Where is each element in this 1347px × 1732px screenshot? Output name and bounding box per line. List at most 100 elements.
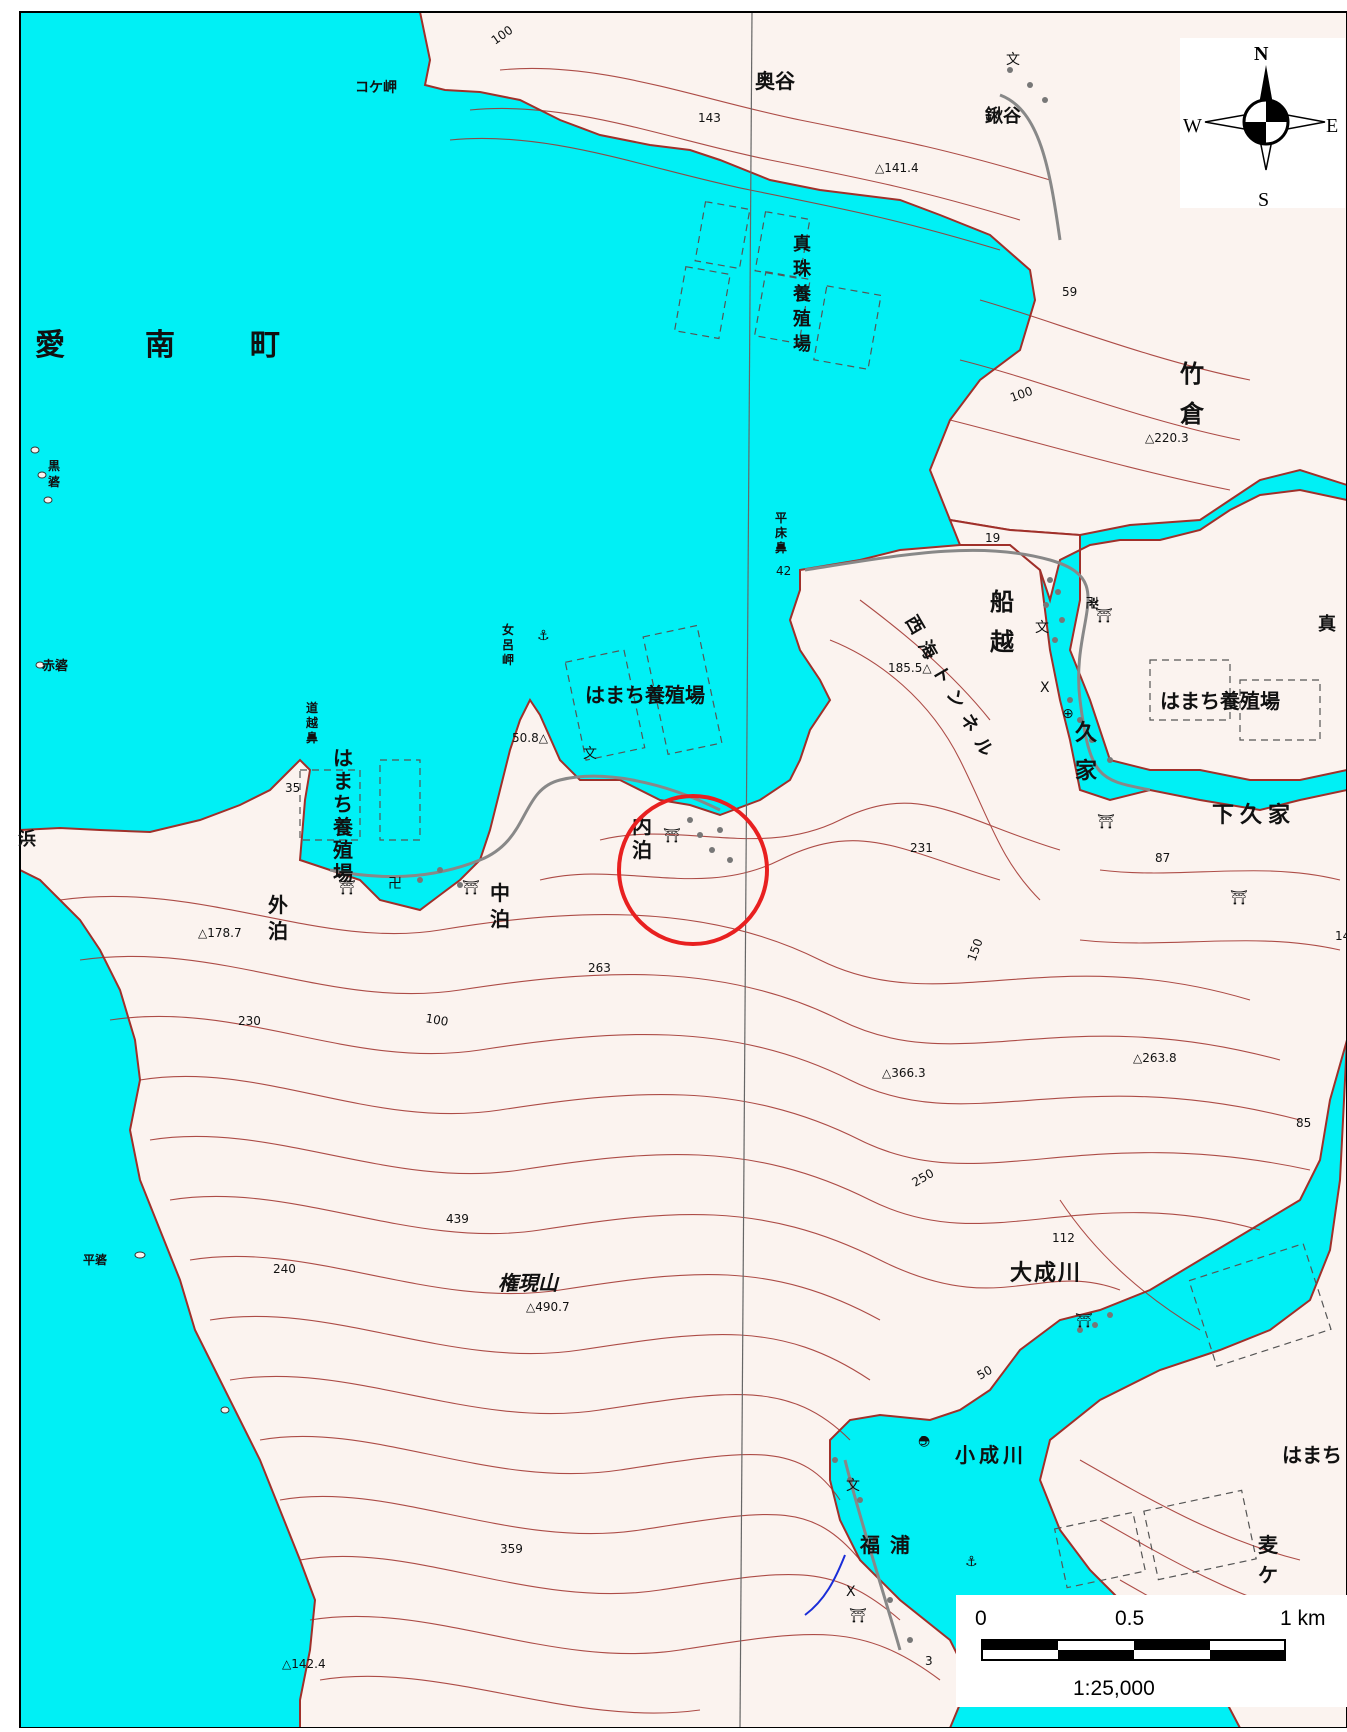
elev-42: 42 — [776, 564, 791, 578]
elev-240: 240 — [273, 1262, 296, 1276]
svg-text:場: 場 — [793, 334, 811, 355]
fish-farm-outlines — [299, 200, 1332, 1589]
label-shinju-farm: 真 珠 養 殖 場 — [792, 233, 812, 355]
elev-263: 263 — [588, 961, 611, 975]
torii-icon: ⛩ — [462, 880, 480, 896]
compass-rose: N W E S — [1180, 38, 1345, 211]
elev-185: 185.5△ — [888, 661, 932, 675]
place-onarigawa: 大成川 — [1010, 1261, 1082, 1286]
anchor-icon: ⚓ — [965, 1554, 978, 1570]
svg-text:真: 真 — [793, 233, 811, 255]
place-kurobae-1: 黒 — [48, 459, 60, 473]
scale-tick-zero: 0 — [975, 1607, 987, 1630]
place-funakoshi-1: 船 — [990, 588, 1014, 616]
elev-50: 50.8△ — [512, 731, 549, 745]
svg-text:養: 養 — [332, 815, 354, 839]
school-icon: 文 — [1006, 52, 1020, 68]
school-icon: 文 — [583, 746, 597, 762]
place-shigaitani: 鍬谷 — [985, 105, 1022, 127]
svg-text:殖: 殖 — [333, 838, 353, 862]
place-hiratokohana-2: 床 — [775, 525, 788, 540]
contour-lines — [59, 67, 1341, 1714]
school-icon: 文 — [1035, 620, 1049, 636]
place-uchidomari-2: 泊 — [632, 838, 652, 862]
svg-text:ち: ち — [333, 792, 353, 816]
place-kuga-2: 家 — [1075, 758, 1098, 784]
elev-59: 59 — [1062, 285, 1077, 299]
place-kuga-1: 久 — [1075, 720, 1097, 746]
meridian-line — [739, 12, 753, 1728]
svg-text:ま: ま — [333, 769, 353, 793]
scale-ratio: 1:25,000 — [1073, 1677, 1155, 1700]
place-michigoehana-2: 越 — [305, 715, 319, 730]
scale-tick-full: 1 km — [1280, 1607, 1326, 1630]
place-michigoehana-1: 道 — [306, 700, 318, 715]
elev-231: 231 — [910, 841, 933, 855]
place-kurobae-2: 碆 — [47, 474, 60, 489]
temple-icon: 卍 — [388, 876, 402, 892]
map-symbols: ⛩ ⛩ ⛩ ⛩ ⛩ ⛩ ⛩ ⛩ ⚓ ⚓ 文 文 文 文 ⊕ ◓ 卍 卍 X X … — [338, 52, 1248, 1624]
place-takekura-1: 竹 — [1179, 360, 1204, 388]
elev-19: 19 — [985, 531, 1000, 545]
torii-icon: ⛩ — [1075, 1313, 1093, 1329]
elev-178: △178.7 — [198, 926, 242, 940]
place-okutani: 奥谷 — [755, 69, 796, 93]
svg-text:珠: 珠 — [793, 259, 812, 280]
place-sotodomari-1: 外 — [268, 893, 288, 917]
police-icon: X — [846, 1584, 856, 1600]
place-nakadomari-1: 中 — [490, 881, 510, 905]
label-hamachi-vertical: は ま ち 養 殖 場 — [332, 746, 354, 885]
elev-490: △490.7 — [526, 1300, 570, 1314]
elev-142: △142.4 — [282, 1657, 326, 1671]
town-name-char-3: 町 — [250, 328, 280, 363]
svg-text:場: 場 — [333, 861, 353, 885]
compass-s-label: S — [1258, 189, 1269, 211]
elev-112: 112 — [1052, 1231, 1075, 1245]
compass-n-label: N — [1254, 43, 1269, 65]
compass-w-label: W — [1183, 115, 1202, 137]
place-megurimisaki-2: 呂 — [502, 638, 514, 652]
elev-220: △220.3 — [1145, 431, 1189, 445]
contour-50: 50 — [975, 1363, 995, 1383]
label-hamachi-center: はまち養殖場 — [585, 683, 705, 707]
place-shimokuga: 下久家 — [1212, 802, 1296, 828]
place-kokemisaki: コケ岬 — [355, 80, 397, 96]
place-megurimisaki-1: 女 — [502, 622, 514, 637]
elev-87: 87 — [1155, 851, 1170, 865]
scale-tick-half: 0.5 — [1115, 1607, 1144, 1630]
stream — [804, 1554, 846, 1616]
svg-text:殖: 殖 — [792, 308, 811, 330]
torii-icon: ⛩ — [1230, 890, 1248, 906]
post-office-icon: ⊕ — [1062, 706, 1074, 722]
place-hirabae: 平碆 — [83, 1252, 107, 1267]
torii-icon: ⛩ — [1095, 608, 1113, 624]
elev-3b: 3 — [925, 1654, 933, 1668]
label-hamachi-east: はまち養殖場 — [1160, 689, 1280, 713]
town-name-char-1: 愛 — [35, 328, 65, 363]
hospital-icon: ◓ — [918, 1433, 930, 1449]
elev-263b: △263.8 — [1133, 1051, 1177, 1065]
place-shinju-edge: 真 — [1318, 613, 1336, 635]
place-megurimisaki-3: 岬 — [502, 653, 514, 667]
place-konarigawa: 小成川 — [955, 1443, 1027, 1467]
elev-439: 439 — [446, 1212, 469, 1226]
torii-icon: ⛩ — [663, 828, 681, 844]
rocks — [30, 446, 230, 1414]
place-funakoshi-2: 越 — [990, 628, 1015, 656]
torii-icon: ⛩ — [849, 1608, 867, 1624]
place-fukuura: 福浦 — [859, 1533, 920, 1557]
elev-141: △141.4 — [875, 161, 919, 175]
elev-366: △366.3 — [882, 1066, 926, 1080]
main-landmass — [20, 544, 1347, 1728]
police-icon: X — [1040, 680, 1050, 696]
elev-35: 35 — [285, 781, 300, 795]
factory-icon: ✲ — [1088, 596, 1100, 612]
place-hiratokohana-3: 鼻 — [775, 540, 787, 555]
compass-needle-n — [1258, 65, 1274, 110]
place-gongenyama: 権現山 — [498, 1271, 560, 1295]
temple-icon: 卍 — [1085, 596, 1099, 612]
highlight-circle — [617, 794, 769, 946]
contour-100-west: 100 — [424, 1011, 449, 1029]
